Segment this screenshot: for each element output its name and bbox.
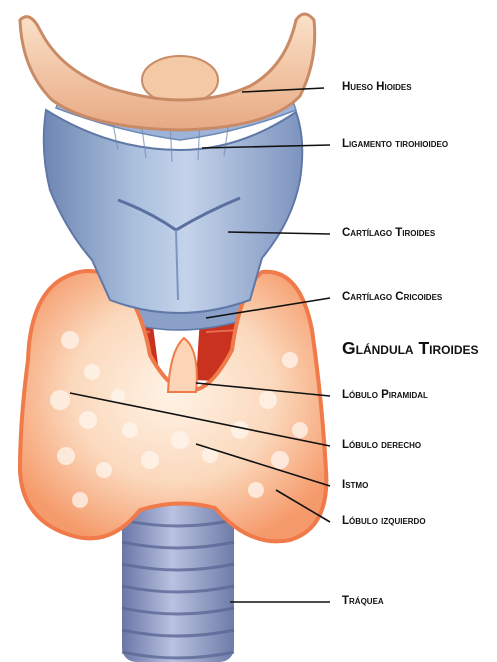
label-lobulo-piramidal: Lóbulo Piramidal xyxy=(342,390,428,402)
label-traquea: Tráquea xyxy=(342,596,384,608)
label-istmo: Istmo xyxy=(342,480,368,492)
trachea-shape xyxy=(122,500,234,662)
label-cartilago-cricoides: Cartílago Cricoides xyxy=(342,292,442,304)
label-lobulo-izquierdo: Lóbulo izquierdo xyxy=(342,516,426,528)
label-ligamento-tirohioideo: Ligamento tirohioideo xyxy=(342,139,448,151)
label-lobulo-derecho: Lóbulo derecho xyxy=(342,440,421,452)
label-hueso-hioides: Hueso Hioides xyxy=(342,82,412,94)
diagram-title: Glándula Tiroides xyxy=(342,340,479,358)
label-cartilago-tiroides: Cartílago Tiroides xyxy=(342,228,435,240)
